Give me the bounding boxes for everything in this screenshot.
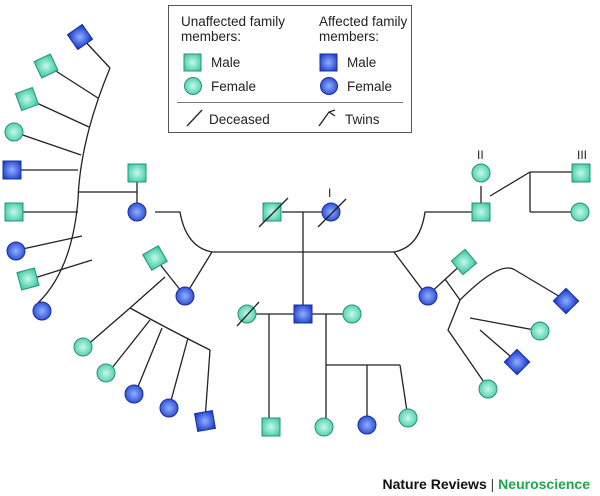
twins-icon xyxy=(318,109,336,127)
legend-affected-female-label: Female xyxy=(347,79,393,94)
legend-affected-male-icon xyxy=(319,53,338,72)
legend-unaffected-male-label: Male xyxy=(211,55,241,70)
deceased-marks xyxy=(236,197,347,327)
credit-subject: Neuroscience xyxy=(498,476,590,492)
legend-unaffected-female-label: Female xyxy=(211,79,257,94)
legend-divider xyxy=(177,102,403,103)
legend-affected-title: Affected family members: xyxy=(319,14,408,44)
deceased-icon xyxy=(186,109,203,127)
unaffected-females xyxy=(4,122,590,437)
pedigree-lines xyxy=(12,37,580,426)
generation-label-i: I xyxy=(328,186,332,200)
legend-twins-label: Twins xyxy=(345,112,380,127)
generation-label-ii: II xyxy=(477,148,484,162)
credit-separator: | xyxy=(490,476,495,492)
generation-label-iii: III xyxy=(577,148,588,162)
legend-affected-male-label: Male xyxy=(347,55,377,70)
legend-deceased-label: Deceased xyxy=(209,112,270,127)
journal-credit: Nature Reviews | Neuroscience xyxy=(382,476,590,492)
credit-journal: Nature Reviews xyxy=(382,476,487,492)
legend-affected-female-icon xyxy=(320,77,338,95)
legend-unaffected-female-icon xyxy=(184,77,202,95)
affected-males xyxy=(2,23,580,433)
affected-females xyxy=(6,202,438,435)
unaffected-males xyxy=(4,53,591,437)
legend-unaffected-male-icon xyxy=(183,53,202,72)
legend: Unaffected family members: Affected fami… xyxy=(168,5,412,133)
legend-unaffected-title: Unaffected family members: xyxy=(181,14,286,44)
